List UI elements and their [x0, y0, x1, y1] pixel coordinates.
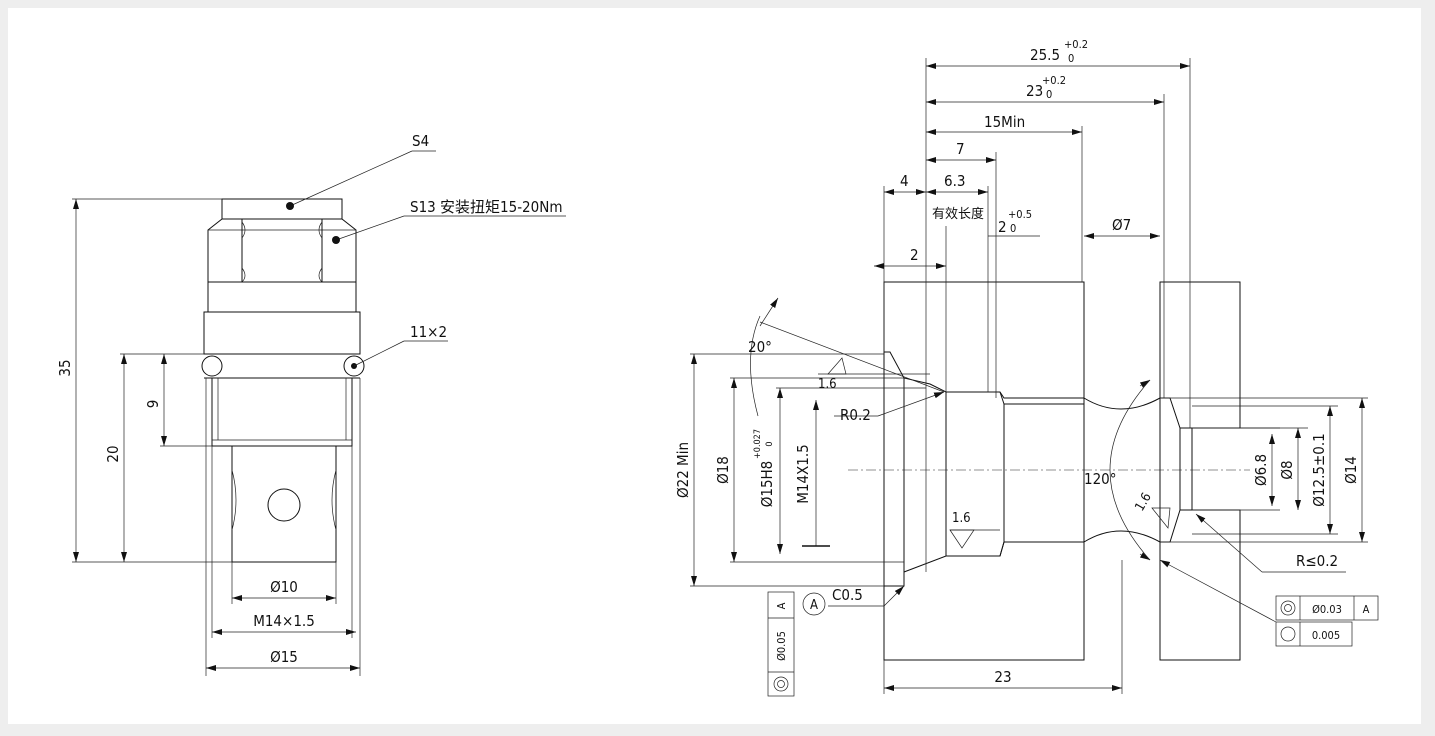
dim-4: 4 — [900, 172, 909, 190]
fcf-circularity-value: 0.005 — [1312, 629, 1340, 642]
hatched-body-lower-left — [883, 541, 1085, 661]
dim-25-5-tol-lower: 0 — [1068, 52, 1074, 65]
dim-m14x1-5: M14X1.5 — [794, 444, 812, 504]
dim-d10: Ø10 — [270, 578, 298, 596]
dim-23-bottom: 23 — [994, 668, 1011, 686]
right-port-section: 25.5 +0.2 0 23 +0.2 0 15Min 7 4 6.3 有效长度… — [674, 38, 1379, 697]
callout-s13-torque: S13 安装扭矩15-20Nm — [410, 198, 562, 216]
dim-r-max: R≤0.2 — [1296, 552, 1338, 570]
fcf-vertical-datum: A — [775, 602, 788, 609]
dim-d15h8-tol-lower: 0 — [765, 441, 775, 446]
dim-d18: Ø18 — [714, 456, 732, 484]
dim-phi7: Ø7 — [1112, 216, 1131, 234]
dim-r0-2: R0.2 — [840, 406, 871, 424]
dim-d22-min: Ø22 Min — [674, 442, 692, 498]
dim-d6-8: Ø6.8 — [1252, 454, 1270, 486]
dim-d15: Ø15 — [270, 648, 298, 666]
fitting-cap — [221, 198, 343, 220]
dim-2-tol: 2 — [998, 218, 1007, 236]
oring-right — [343, 355, 365, 377]
dim-angle-120: 120° — [1084, 470, 1117, 488]
dim-25-5: 25.5 — [1030, 46, 1060, 64]
roughness-3: 1.6 — [1132, 490, 1154, 514]
oring-left — [201, 355, 223, 377]
circularity-icon — [1280, 626, 1296, 642]
callout-s4: S4 — [412, 132, 429, 150]
hatched-body-lower-right — [1159, 509, 1241, 661]
concentricity-icon-2 — [1280, 600, 1296, 616]
dim-d12-5: Ø12.5±0.1 — [1310, 433, 1328, 506]
roughness-1: 1.6 — [818, 377, 837, 392]
callout-oring: 11×2 — [410, 323, 447, 341]
dim-nine: 9 — [144, 400, 162, 409]
fcf-vertical — [767, 591, 795, 697]
dim-23-top: 23 — [1026, 82, 1043, 100]
dim-c0-5: C0.5 — [832, 586, 863, 604]
fcf-concentricity-value: Ø0.03 — [1312, 603, 1342, 616]
dim-2-tol-lower: 0 — [1010, 222, 1016, 235]
dim-d14: Ø14 — [1342, 456, 1360, 484]
hex-body — [207, 218, 357, 283]
datum-a-symbol — [802, 592, 826, 616]
dim-angle-20: 20° — [748, 338, 772, 356]
fcf-vertical-value: Ø0.05 — [775, 631, 788, 661]
datum-a-label: A — [810, 598, 818, 613]
dim-thread-length: 20 — [104, 445, 122, 462]
fcf-circularity — [1275, 621, 1353, 647]
dim-total-length: 35 — [56, 359, 74, 376]
roughness-2: 1.6 — [952, 511, 971, 526]
dim-d8: Ø8 — [1278, 460, 1296, 479]
label-effective-length: 有效长度 — [932, 206, 984, 222]
concentricity-icon — [773, 676, 789, 692]
dim-25-5-tol-upper: +0.2 — [1064, 38, 1088, 51]
dim-2-tol-upper: +0.5 — [1008, 208, 1032, 221]
dim-m14: M14×1.5 — [253, 612, 315, 630]
technical-drawing: S4 S13 安装扭矩15-20Nm 11×2 35 20 9 Ø10 M14×… — [56, 38, 1379, 697]
side-port-hole — [267, 488, 301, 522]
dim-d15h8: Ø15H8 — [758, 461, 776, 508]
dim-23-tol-lower: 0 — [1046, 88, 1052, 101]
fcf-concentricity-datum: A — [1363, 603, 1370, 616]
dim-6-3: 6.3 — [944, 172, 965, 190]
dim-15min: 15Min — [984, 113, 1025, 131]
dim-d15h8-tol-upper: +0.027 — [753, 429, 763, 459]
fcf-concentricity — [1275, 595, 1379, 621]
dim-23-tol-upper: +0.2 — [1042, 74, 1066, 87]
dim-2: 2 — [910, 246, 919, 264]
drawing-frame: S4 S13 安装扭矩15-20Nm 11×2 35 20 9 Ø10 M14×… — [8, 8, 1421, 724]
dim-7: 7 — [956, 140, 965, 158]
left-fitting-view: S4 S13 安装扭矩15-20Nm 11×2 35 20 9 Ø10 M14×… — [56, 132, 566, 676]
